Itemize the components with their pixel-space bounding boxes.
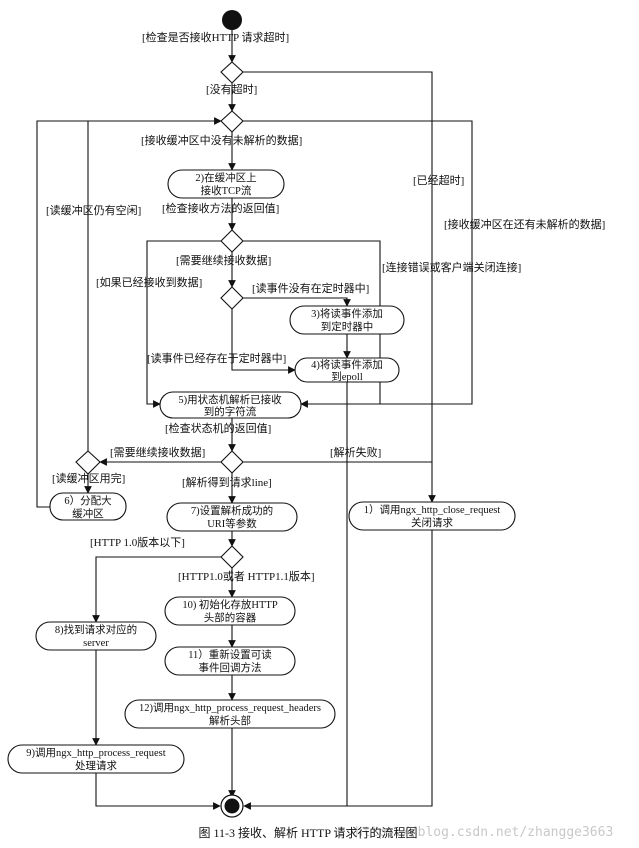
node-reset-read-handler-line1: 11）重新设置可读 bbox=[188, 648, 272, 661]
label-no-timeout: [没有超时] bbox=[206, 82, 257, 96]
edge-d7-to-n8 bbox=[92, 556, 221, 623]
node-process-request: 9)调用ngx_http_process_request 处理请求 bbox=[7, 744, 185, 774]
label-buffer-has-space: [读缓冲区仍有空闲] bbox=[46, 203, 141, 217]
label-conn-error: [连接错误或客户端关闭连接] bbox=[382, 260, 521, 274]
start-node bbox=[222, 10, 242, 30]
label-http10-or-11: [HTTP1.0或者 HTTP1.1版本] bbox=[178, 569, 315, 583]
node-state-machine: 5)用状态机解析已接收 到的字符流 bbox=[159, 391, 302, 419]
guard-labels: [检查是否接收HTTP 请求超时] [没有超时] [接收缓冲区中没有未解析的数据… bbox=[46, 30, 605, 583]
figure-caption: 图 11-3 接收、解析 HTTP 请求行的流程图 bbox=[198, 825, 417, 840]
node-find-server: 8)找到请求对应的 server bbox=[35, 621, 157, 651]
node-close-request-line1: 1）调用ngx_http_close_request bbox=[364, 504, 501, 516]
node-reset-read-handler-line2: 事件回调方法 bbox=[199, 661, 262, 674]
edge-d1-timed-out bbox=[243, 71, 436, 503]
label-buffer-full: [读缓冲区用完] bbox=[52, 471, 125, 485]
label-need-more-recv: [需要继续接收数据] bbox=[176, 253, 271, 267]
decision-buffer-unparsed bbox=[220, 110, 244, 133]
node-add-epoll: 4)将读事件添加 到epoll bbox=[294, 357, 400, 383]
edge-d3-to-n5 bbox=[146, 240, 221, 408]
node-alloc-large-buffer-line1: 6）分配大 bbox=[64, 494, 112, 507]
label-http10-below: [HTTP 1.0版本以下] bbox=[90, 535, 185, 549]
node-alloc-large-buffer-line2: 缓冲区 bbox=[72, 507, 104, 520]
label-parse-failed: [解析失败] bbox=[330, 445, 381, 459]
label-timed-out: [已经超时] bbox=[413, 173, 464, 187]
node-process-headers: 12)调用ngx_http_process_request_headers 解析… bbox=[124, 699, 336, 729]
watermark-text: https://blog.csdn.net/zhangge3663 bbox=[355, 825, 613, 840]
node-init-headers-line1: 10) 初始化存放HTTP bbox=[182, 598, 278, 611]
decision-timeout bbox=[220, 61, 244, 84]
node-state-machine-line2: 到的字符流 bbox=[204, 405, 257, 418]
node-init-headers-line2: 头部的容器 bbox=[204, 611, 257, 624]
node-set-uri: 7)设置解析成功的 URI等参数 bbox=[166, 502, 298, 532]
node-find-server-line2: server bbox=[83, 638, 109, 649]
edge-n1-to-end bbox=[243, 530, 433, 810]
node-add-epoll-line1: 4)将读事件添加 bbox=[311, 358, 383, 371]
node-recv-tcp-line2: 接收TCP流 bbox=[201, 184, 252, 197]
node-state-machine-line1: 5)用状态机解析已接收 bbox=[178, 393, 282, 406]
label-no-unparsed: [接收缓冲区中没有未解析的数据] bbox=[141, 133, 302, 147]
edge-d2-has-unparsed bbox=[243, 120, 473, 405]
edge-n6-loop bbox=[36, 120, 88, 508]
decision-timer-check bbox=[220, 286, 244, 310]
end-node bbox=[220, 794, 244, 818]
node-set-uri-line2: URI等参数 bbox=[207, 517, 257, 530]
decision-sm-return bbox=[220, 450, 244, 474]
node-process-request-line2: 处理请求 bbox=[75, 759, 117, 772]
node-process-request-line1: 9)调用ngx_http_process_request bbox=[26, 747, 165, 759]
flow-edges bbox=[36, 30, 473, 810]
node-add-timer-line1: 3)将读事件添加 bbox=[311, 307, 383, 320]
node-add-epoll-line2: 到epoll bbox=[331, 371, 363, 383]
node-find-server-line1: 8)找到请求对应的 bbox=[55, 623, 137, 636]
node-reset-read-handler: 11）重新设置可读 事件回调方法 bbox=[164, 646, 296, 676]
node-add-timer-line2: 到定时器中 bbox=[321, 320, 374, 333]
label-already-in-timer: [读事件已经存在于定时器中] bbox=[147, 351, 286, 365]
node-recv-tcp: 2)在缓冲区上 接收TCP流 bbox=[167, 169, 285, 199]
label-has-unparsed: [接收缓冲区在还有未解析的数据] bbox=[444, 217, 605, 231]
decision-buffer-full bbox=[75, 450, 101, 475]
node-set-uri-line1: 7)设置解析成功的 bbox=[191, 504, 273, 517]
node-init-headers: 10) 初始化存放HTTP 头部的容器 bbox=[164, 596, 296, 626]
node-process-headers-line2: 解析头部 bbox=[209, 714, 251, 727]
decision-http-version bbox=[220, 545, 244, 569]
label-already-received: [如果已经接收到数据] bbox=[96, 275, 202, 289]
label-check-recv-return: [检查接收方法的返回值] bbox=[162, 201, 279, 215]
edge-d4-to-n3 bbox=[243, 297, 351, 307]
node-close-request: 1）调用ngx_http_close_request 关闭请求 bbox=[348, 501, 516, 531]
edge-d4-to-n4 bbox=[231, 309, 296, 374]
label-need-more-recv-2: [需要继续接收数据] bbox=[110, 445, 205, 459]
label-check-sm-return: [检查状态机的返回值] bbox=[165, 421, 271, 435]
node-process-headers-line1: 12)调用ngx_http_process_request_headers bbox=[139, 702, 321, 714]
node-close-request-line2: 关闭请求 bbox=[411, 516, 453, 529]
edge-n9-to-end bbox=[95, 773, 221, 810]
node-alloc-large-buffer: 6）分配大 缓冲区 bbox=[49, 492, 127, 521]
label-got-request-line: [解析得到请求line] bbox=[182, 475, 272, 489]
node-add-timer: 3)将读事件添加 到定时器中 bbox=[289, 305, 405, 335]
label-check-timeout: [检查是否接收HTTP 请求超时] bbox=[142, 30, 289, 44]
node-recv-tcp-line1: 2)在缓冲区上 bbox=[195, 171, 256, 184]
decision-recv-return bbox=[220, 229, 244, 253]
label-not-in-timer: [读事件没有在定时器中] bbox=[252, 281, 369, 295]
